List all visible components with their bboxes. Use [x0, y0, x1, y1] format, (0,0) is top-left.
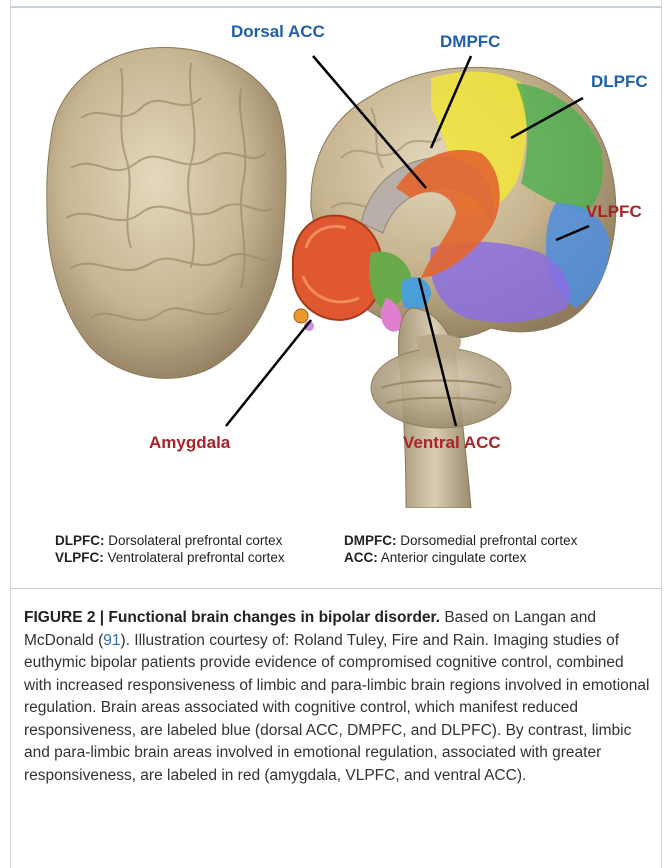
caption-text-2: ). Illustration courtesy of: Roland Tule…	[24, 632, 649, 784]
caption-reference-link[interactable]: 91	[103, 632, 120, 649]
label-dlpfc: DLPFC	[591, 72, 648, 92]
left-hemisphere	[47, 47, 286, 378]
caption-title: FIGURE 2 | Functional brain changes in b…	[24, 609, 440, 626]
figure-caption: FIGURE 2 | Functional brain changes in b…	[24, 607, 650, 787]
label-dmpfc: DMPFC	[440, 32, 500, 52]
legend-dmpfc: DMPFC: Dorsomedial prefrontal cortex	[344, 532, 577, 549]
legend-dlpfc: DLPFC: Dorsolateral prefrontal cortex	[55, 532, 282, 549]
label-amygdala: Amygdala	[149, 433, 230, 453]
brain-illustration	[11, 8, 661, 508]
label-dorsal-acc: Dorsal ACC	[231, 22, 325, 42]
amygdala-region	[294, 309, 308, 323]
legend-acc: ACC: Anterior cingulate cortex	[344, 549, 526, 566]
brainstem	[371, 308, 511, 508]
caption-separator	[10, 588, 662, 589]
label-vlpfc: VLPFC	[586, 202, 642, 222]
label-ventral-acc: Ventral ACC	[403, 433, 501, 453]
legend-vlpfc: VLPFC: Ventrolateral prefrontal cortex	[55, 549, 285, 566]
